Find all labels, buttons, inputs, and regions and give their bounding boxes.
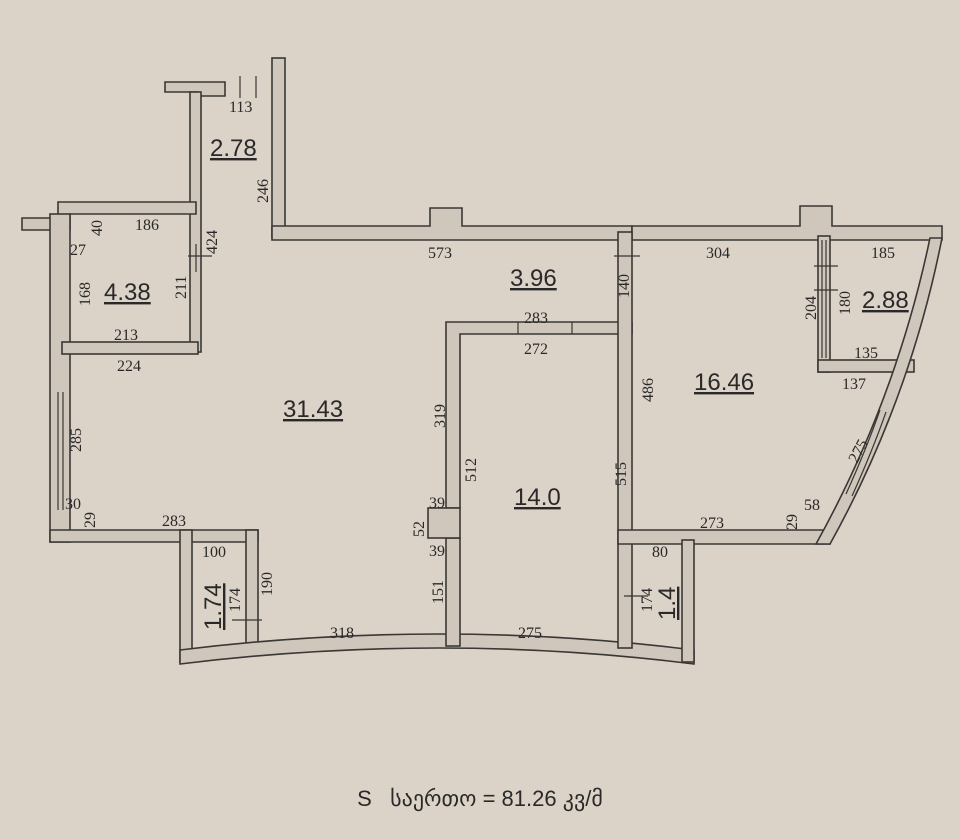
wall-center-left-lower xyxy=(445,537,461,647)
dim-label: 113 xyxy=(229,99,252,116)
area-room-left: 4.38 xyxy=(104,279,151,306)
wall-left-outer xyxy=(49,213,71,543)
dim-label: 30 xyxy=(65,496,81,513)
dim-label: 174 xyxy=(227,588,244,612)
wall-right-curve xyxy=(814,237,943,545)
dim-label: 40 xyxy=(89,220,106,236)
wall-entry-left xyxy=(189,91,202,353)
footer-label: საერთო xyxy=(390,786,477,811)
dim-label: 424 xyxy=(204,230,221,254)
dim-label: 275 xyxy=(518,625,542,642)
area-hall: 3.96 xyxy=(510,265,557,292)
dim-label: 39 xyxy=(429,543,445,560)
wall-bath-left-inner xyxy=(245,529,259,651)
dim-label: 135 xyxy=(854,345,878,362)
dim-label: 272 xyxy=(524,341,548,358)
dim-label: 151 xyxy=(430,580,447,604)
windows xyxy=(57,76,887,621)
area-main-hall: 31.43 xyxy=(283,396,343,423)
dim-label: 486 xyxy=(640,378,657,402)
dim-label: 319 xyxy=(432,404,449,428)
wall-bottom-curve xyxy=(179,633,695,665)
dim-label: 318 xyxy=(330,625,354,642)
dim-label: 140 xyxy=(616,274,633,298)
dim-label: 137 xyxy=(842,376,866,393)
area-bath-right: 1.4 xyxy=(654,587,681,620)
dim-label: 285 xyxy=(68,428,85,452)
dim-label: 100 xyxy=(202,544,226,561)
dim-label: 204 xyxy=(803,296,820,320)
wall-top-middle xyxy=(271,207,633,241)
wall-left-room-bottom xyxy=(61,341,199,355)
dim-label: 512 xyxy=(463,458,480,482)
dim-label: 213 xyxy=(114,327,138,344)
area-entry: 2.78 xyxy=(210,135,257,162)
wall-bath-left-outer xyxy=(179,529,193,663)
wall-niche xyxy=(427,507,461,539)
wall-entry-right xyxy=(271,57,286,239)
dim-label: 29 xyxy=(82,512,99,528)
wall-left-room-top xyxy=(21,201,197,231)
dim-label: 573 xyxy=(428,245,452,262)
area-bath-left: 1.74 xyxy=(200,583,227,630)
wall-top-right xyxy=(631,205,943,241)
wall-bottom-left xyxy=(49,529,259,543)
wall-bath-right-outer xyxy=(681,539,695,663)
dim-label: 515 xyxy=(613,462,630,486)
dim-label: 304 xyxy=(706,245,730,262)
dim-label: 174 xyxy=(639,588,656,612)
dim-label: 58 xyxy=(804,497,820,514)
footer-value: 81.26 xyxy=(501,786,557,811)
footer-eq: = xyxy=(482,786,496,811)
dim-label: 39 xyxy=(429,495,445,512)
dim-label: 283 xyxy=(162,513,186,530)
dim-label: 180 xyxy=(837,291,854,315)
dim-label: 185 xyxy=(871,245,895,262)
dim-label: 273 xyxy=(700,515,724,532)
dim-label: 168 xyxy=(77,282,94,306)
dim-label: 29 xyxy=(784,514,801,530)
dim-label: 27 xyxy=(70,242,86,259)
wall-balcony-bottom xyxy=(817,359,915,373)
dim-label: 52 xyxy=(411,521,428,537)
dim-label: 80 xyxy=(652,544,668,561)
dim-label: 186 xyxy=(135,217,159,234)
dim-label: 283 xyxy=(524,310,548,327)
wall-bedroom-bottom xyxy=(617,529,831,545)
dim-label: 224 xyxy=(117,358,141,375)
walls xyxy=(21,57,943,665)
dim-label: 190 xyxy=(259,572,276,596)
footer-symbol: S xyxy=(357,786,372,811)
area-balcony: 2.88 xyxy=(862,287,909,314)
area-room-center: 14.0 xyxy=(514,484,561,511)
total-area-footer: S საერთო = 81.26 კვ/მ xyxy=(0,786,960,812)
dimensions: 113 246 186 40 27 424 168 211 213 224 57… xyxy=(65,99,895,642)
footer-unit: კვ/მ xyxy=(562,786,603,811)
dim-label: 211 xyxy=(173,276,190,299)
dim-label: 246 xyxy=(255,179,272,203)
room-areas: 31.43 16.46 14.0 4.38 3.96 2.78 2.88 1.7… xyxy=(104,135,909,630)
area-bedroom: 16.46 xyxy=(694,369,754,396)
